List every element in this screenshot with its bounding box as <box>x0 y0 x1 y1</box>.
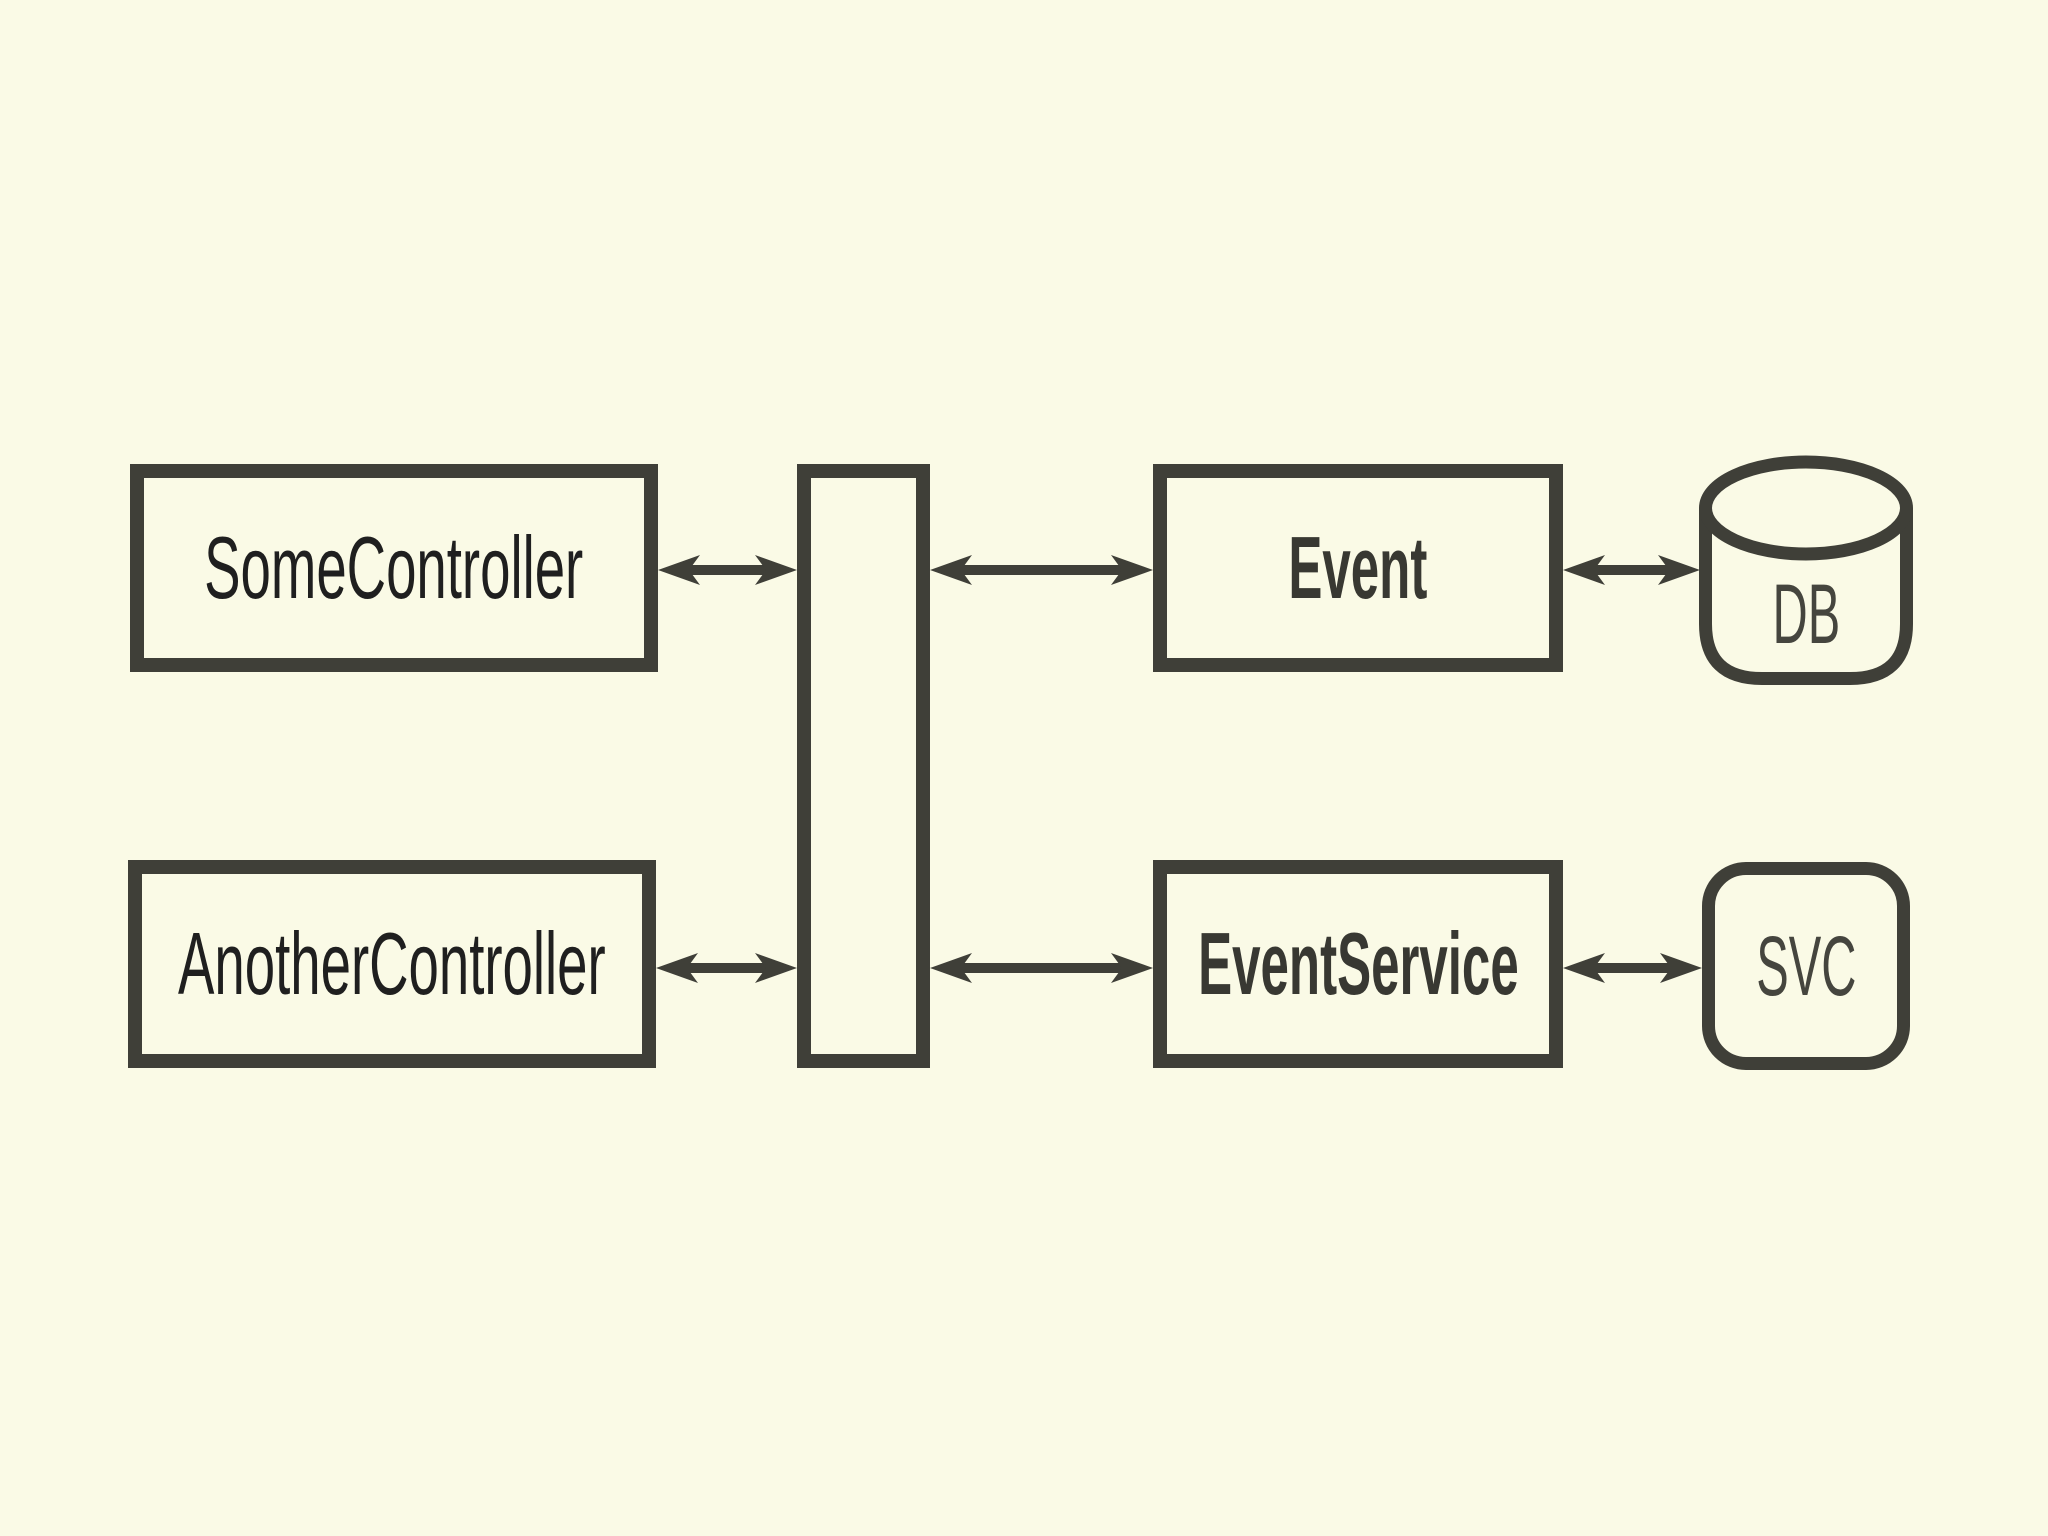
arrowhead-left <box>658 555 700 585</box>
node-some-controller: SomeController <box>130 464 658 672</box>
arrow-bus-event <box>930 555 1153 585</box>
arrowhead-right <box>1111 555 1153 585</box>
arrowhead-left <box>930 555 972 585</box>
arrowhead-left <box>656 953 698 983</box>
arrowhead-left <box>1563 953 1605 983</box>
node-event-service: EventService <box>1153 860 1563 1068</box>
another-controller-label: AnotherController <box>178 914 606 1013</box>
arrow-bus-event-service <box>930 953 1153 983</box>
arrowhead-left <box>1563 555 1605 585</box>
some-controller-label: SomeController <box>204 518 584 617</box>
cylinder-top <box>1699 455 1913 561</box>
arrow-event-service-svc <box>1563 953 1702 983</box>
arrowhead-right <box>1660 953 1702 983</box>
arrow-event-db <box>1563 555 1700 585</box>
cylinder-body <box>1699 508 1913 685</box>
arrowhead-right <box>1658 555 1700 585</box>
node-another-controller: AnotherController <box>128 860 656 1068</box>
db-label: DB <box>1772 567 1840 661</box>
arrowhead-right <box>755 555 797 585</box>
arrowhead-left <box>930 953 972 983</box>
arrow-some-controller-bus <box>658 555 797 585</box>
node-event-bus-bar <box>797 464 930 1068</box>
database-cylinder-icon <box>1699 455 1913 685</box>
node-db: DB <box>1698 454 1914 686</box>
event-service-label: EventService <box>1197 914 1519 1013</box>
node-svc: SVC <box>1702 862 1910 1070</box>
svc-label: SVC <box>1755 919 1857 1013</box>
node-event: Event <box>1153 464 1563 672</box>
arrowhead-right <box>755 953 797 983</box>
arrowhead-right <box>1111 953 1153 983</box>
arrow-another-controller-bus <box>656 953 797 983</box>
event-label: Event <box>1288 518 1428 617</box>
